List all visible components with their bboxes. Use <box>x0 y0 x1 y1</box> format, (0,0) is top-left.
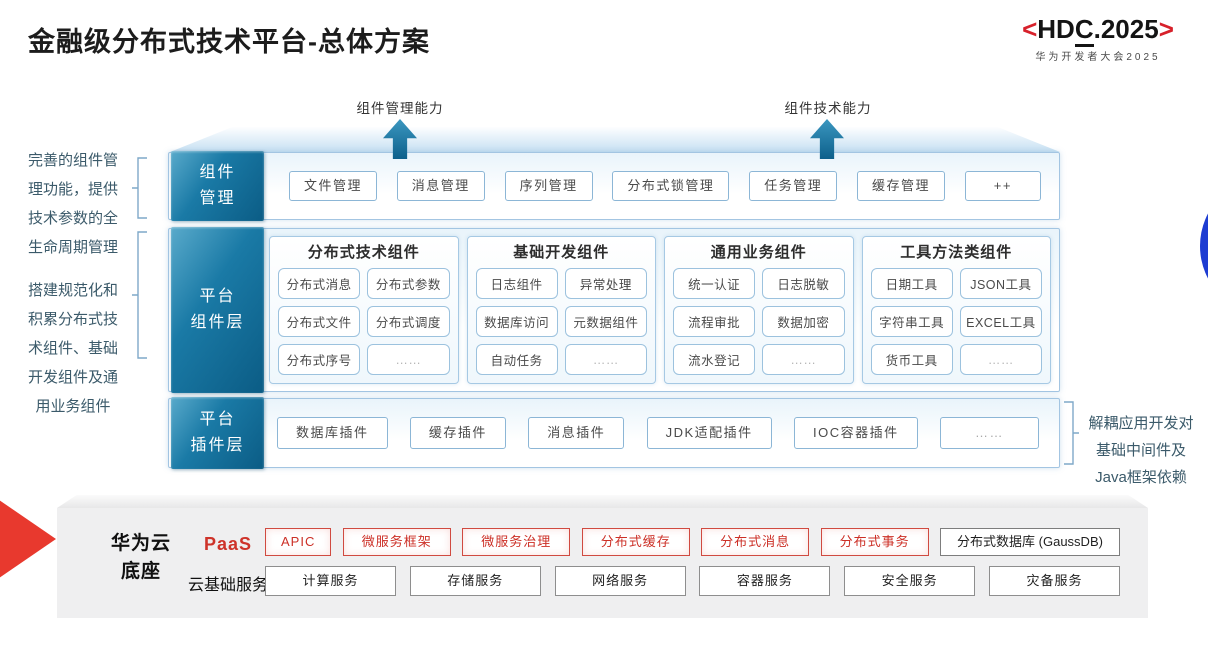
hdc-logo-text: <HDC.2025> <box>998 14 1198 47</box>
gaussdb-chip: 分布式数据库 (GaussDB) <box>940 527 1120 556</box>
management-chip: 消息管理 <box>396 171 485 201</box>
column-title: 分布式技术组件 <box>307 244 420 261</box>
left-brace-icon <box>132 231 147 359</box>
right-brace-icon <box>1064 401 1079 465</box>
component-chip: 分布式调度 <box>367 306 450 337</box>
hdc-logo: <HDC.2025> 华为开发者大会2025 <box>998 14 1198 63</box>
logo-right-bracket-icon: > <box>1158 14 1174 44</box>
paas-chip: 微服务治理 <box>462 527 571 556</box>
plugin-chip-more: …… <box>939 417 1039 449</box>
component-chip: 流水登记 <box>673 344 756 375</box>
plugin-chip: JDK适配插件 <box>646 417 772 449</box>
component-chip: 分布式文件 <box>278 306 361 337</box>
component-column-business: 通用业务组件 统一认证 日志脱敏 流程审批 数据加密 流水登记 …… <box>664 236 854 384</box>
paas-chips: APIC 微服务框架 微服务治理 分布式缓存 分布式消息 分布式事务 分布式数据… <box>265 527 1120 556</box>
component-chip-more: …… <box>564 344 647 375</box>
component-chip: 日志脱敏 <box>762 268 845 299</box>
component-chip: 自动任务 <box>475 344 558 375</box>
paas-chip: APIC <box>265 527 332 556</box>
row-label-platform-plugins: 平台 插件层 <box>171 397 264 469</box>
paas-label: PaaS <box>203 534 253 554</box>
page-title: 金融级分布式技术平台-总体方案 <box>28 27 430 57</box>
red-arrow-icon <box>0 500 56 578</box>
iaas-chip: 灾备服务 <box>988 566 1120 596</box>
component-chip: 元数据组件 <box>564 306 647 337</box>
band-top-face <box>170 127 1060 152</box>
component-chip: 分布式序号 <box>278 344 361 375</box>
management-chips: 文件管理 消息管理 序列管理 分布式锁管理 任务管理 缓存管理 ++ <box>289 153 1041 219</box>
logo-left-bracket-icon: < <box>1022 14 1038 44</box>
iaas-chip: 网络服务 <box>554 566 686 596</box>
component-chip: 数据库访问 <box>475 306 558 337</box>
component-chip: 异常处理 <box>564 268 647 299</box>
row-platform-components: 平台 组件层 分布式技术组件 分布式消息 分布式参数 分布式文件 分布式调度 分… <box>168 227 1060 393</box>
iaas-chip: 安全服务 <box>844 566 976 596</box>
component-chip: EXCEL工具 <box>959 306 1042 337</box>
component-chip: 统一认证 <box>673 268 756 299</box>
component-chip: 分布式参数 <box>367 268 450 299</box>
component-columns: 分布式技术组件 分布式消息 分布式参数 分布式文件 分布式调度 分布式序号 ……… <box>269 236 1051 384</box>
iaas-chip: 容器服务 <box>699 566 831 596</box>
huawei-cloud-foundation: 华为云 底座 PaaS 云基础服务 APIC 微服务框架 微服务治理 分布式缓存… <box>57 508 1148 618</box>
management-chip-plus: ++ <box>964 171 1041 201</box>
row-label-component-management: 组件 管理 <box>171 151 264 221</box>
component-chip: 流程审批 <box>673 306 756 337</box>
note-left-top: 完善的组件管 理功能，提供 技术参数的全 生命周期管理 <box>27 152 118 256</box>
component-column-distributed: 分布式技术组件 分布式消息 分布式参数 分布式文件 分布式调度 分布式序号 …… <box>269 236 459 384</box>
plugin-chip: 消息插件 <box>528 417 625 449</box>
capability-label-management: 组件管理能力 <box>356 101 444 116</box>
paas-chip: 分布式消息 <box>701 527 810 556</box>
management-chip: 文件管理 <box>289 171 378 201</box>
foundation-label: 华为云 底座 <box>110 533 171 582</box>
paas-chip: 分布式缓存 <box>581 527 690 556</box>
component-column-tools: 工具方法类组件 日期工具 JSON工具 字符串工具 EXCEL工具 货币工具 …… <box>861 236 1051 384</box>
row-label-platform-components: 平台 组件层 <box>171 227 264 393</box>
note-left-bottom: 搭建规范化和 积累分布式技 术组件、基础 开发组件及通 用业务组件 <box>27 282 118 415</box>
component-chip-more: …… <box>959 344 1042 375</box>
iaas-chip: 计算服务 <box>265 566 396 596</box>
column-title: 工具方法类组件 <box>900 244 1013 261</box>
management-chip: 缓存管理 <box>856 171 945 201</box>
management-chip: 分布式锁管理 <box>612 171 730 201</box>
column-title: 基础开发组件 <box>513 244 610 261</box>
column-title: 通用业务组件 <box>710 244 807 261</box>
paas-chip: 分布式事务 <box>820 527 929 556</box>
component-chip-more: …… <box>762 344 845 375</box>
plugin-chip: IOC容器插件 <box>793 417 918 449</box>
row-platform-plugins: 平台 插件层 数据库插件 缓存插件 消息插件 JDK适配插件 IOC容器插件 …… <box>168 397 1060 469</box>
plugin-chip: 数据库插件 <box>277 417 388 449</box>
iaas-chip: 存储服务 <box>409 566 541 596</box>
blue-circle-decoration <box>1200 176 1208 316</box>
plugin-chips: 数据库插件 缓存插件 消息插件 JDK适配插件 IOC容器插件 …… <box>277 399 1039 467</box>
management-chip: 任务管理 <box>749 171 838 201</box>
component-chip: 数据加密 <box>762 306 845 337</box>
row-component-management: 组件 管理 文件管理 消息管理 序列管理 分布式锁管理 任务管理 缓存管理 ++ <box>168 151 1060 221</box>
hdc-logo-subtitle: 华为开发者大会2025 <box>1035 52 1161 63</box>
management-chip: 序列管理 <box>504 171 593 201</box>
component-column-basic-dev: 基础开发组件 日志组件 异常处理 数据库访问 元数据组件 自动任务 …… <box>466 236 656 384</box>
component-chip: 分布式消息 <box>278 268 361 299</box>
plugin-chip: 缓存插件 <box>409 417 506 449</box>
component-chip: 字符串工具 <box>870 306 953 337</box>
left-brace-icon <box>132 157 147 219</box>
note-right: 解耦应用开发对 基础中间件及 Java框架依赖 <box>1088 415 1194 486</box>
component-chip: 日志组件 <box>475 268 558 299</box>
component-chip: 日期工具 <box>870 268 953 299</box>
iaas-chips: 计算服务 存储服务 网络服务 容器服务 安全服务 灾备服务 <box>265 566 1120 596</box>
capability-label-technical: 组件技术能力 <box>784 101 872 116</box>
component-chip-more: …… <box>367 344 450 375</box>
iaas-label: 云基础服务 <box>187 577 268 594</box>
component-chip: JSON工具 <box>959 268 1042 299</box>
paas-chip: 微服务框架 <box>342 527 451 556</box>
component-chip: 货币工具 <box>870 344 953 375</box>
